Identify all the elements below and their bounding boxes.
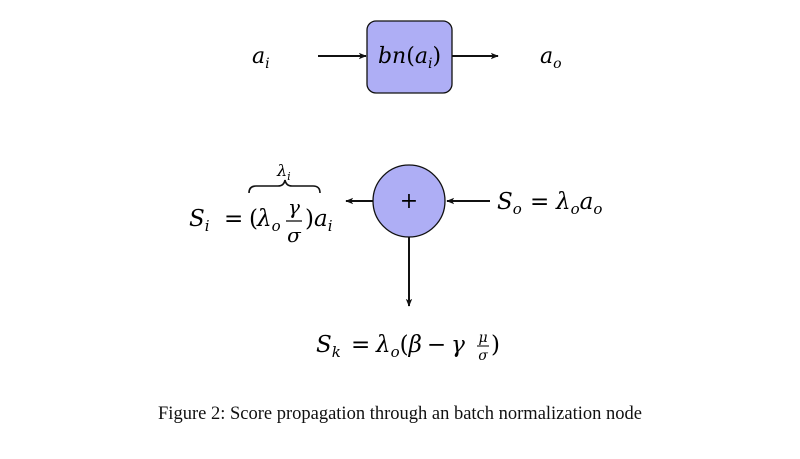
input-label: ai	[252, 44, 270, 72]
svg-text:λo(β−γ: λo(β−γ	[375, 332, 465, 361]
svg-text:): )	[491, 332, 500, 358]
svg-text:γ: γ	[288, 195, 300, 219]
svg-text:Si: Si	[189, 206, 210, 235]
figure-caption: Figure 2: Score propagation through an b…	[158, 404, 642, 424]
output-label: ao	[540, 44, 562, 72]
brace-label: λi	[276, 161, 291, 183]
svg-text:=: =	[351, 332, 370, 358]
svg-text:μ: μ	[478, 330, 487, 346]
svg-text:=: =	[530, 189, 549, 215]
bn-node-label: bn(ai)	[378, 44, 441, 72]
svg-text:(: (	[249, 206, 258, 232]
svg-text:So: So	[497, 189, 522, 218]
si-equation: Si = ( λo γ σ ) ai	[189, 195, 333, 247]
sum-node-label: +	[400, 189, 418, 214]
svg-text:σ: σ	[287, 223, 302, 247]
svg-text:Sk: Sk	[316, 332, 341, 361]
svg-text:σ: σ	[478, 348, 488, 364]
svg-text:): )	[305, 206, 314, 232]
svg-text:λoao: λoao	[555, 189, 602, 218]
so-equation: So = λoao	[497, 189, 602, 218]
svg-text:λo: λo	[256, 206, 281, 235]
overbrace	[248, 179, 321, 194]
svg-text:=: =	[224, 206, 243, 232]
sk-equation: Sk = λo(β−γ μ σ )	[316, 330, 500, 364]
svg-text:ai: ai	[314, 206, 333, 235]
